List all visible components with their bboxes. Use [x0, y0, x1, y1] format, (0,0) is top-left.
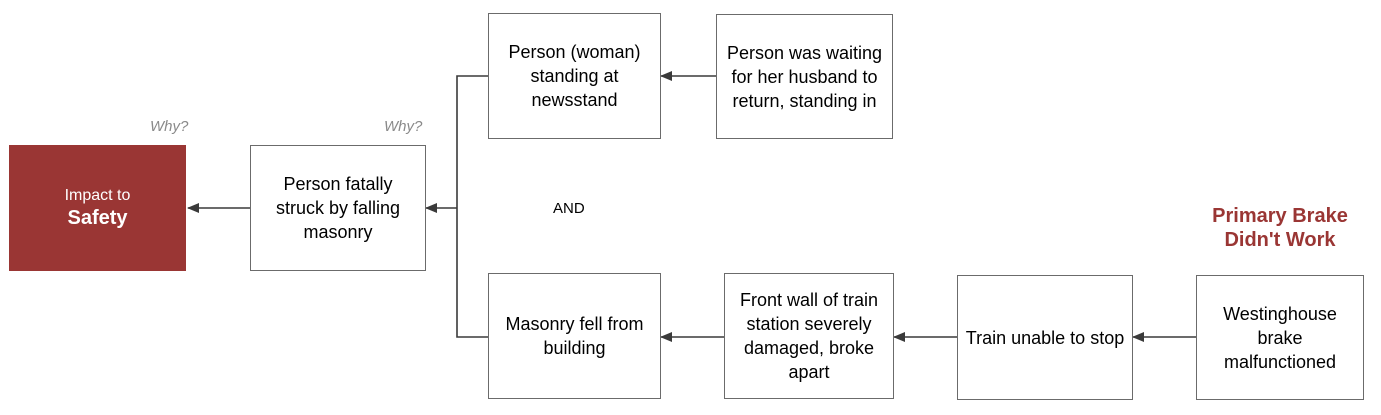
node-person-standing: Person (woman) standing at newsstand — [488, 13, 661, 139]
node-train-unable-to-stop: Train unable to stop — [957, 275, 1133, 400]
node-label: Westinghouse brake malfunctioned — [1223, 303, 1337, 372]
and-label: AND — [553, 200, 585, 217]
node-masonry-fell: Masonry fell from building — [488, 273, 661, 399]
node-person-waiting: Person was waiting for her husband to re… — [716, 14, 893, 139]
impact-line1: Impact to — [64, 187, 131, 204]
node-label: Person fatally struck by falling masonry — [275, 174, 401, 242]
node-label: Masonry fell from building — [505, 314, 644, 358]
node-front-wall-damaged: Front wall of train station severely dam… — [724, 273, 894, 399]
callout-line2: Didn't Work — [1224, 229, 1336, 251]
why-label-impact: Why? — [150, 118, 189, 135]
callout-line1: Primary Brake — [1212, 205, 1348, 227]
connector-bracket — [456, 75, 488, 338]
impact-to-safety-box: Impact to Safety — [9, 145, 186, 271]
node-brake-malfunctioned: Westinghouse brake malfunctioned — [1196, 275, 1364, 400]
node-label: Train unable to stop — [965, 327, 1125, 348]
node-person-fatally-struck: Person fatally struck by falling masonry — [250, 145, 426, 271]
node-label: Person (woman) standing at newsstand — [508, 42, 641, 110]
primary-brake-callout: Primary Brake Didn't Work — [1190, 204, 1370, 252]
why-label-fatal: Why? — [384, 118, 423, 135]
node-label: Person was waiting for her husband to re… — [726, 42, 883, 111]
impact-line2: Safety — [67, 207, 128, 229]
node-label: Front wall of train station severely dam… — [739, 290, 879, 382]
